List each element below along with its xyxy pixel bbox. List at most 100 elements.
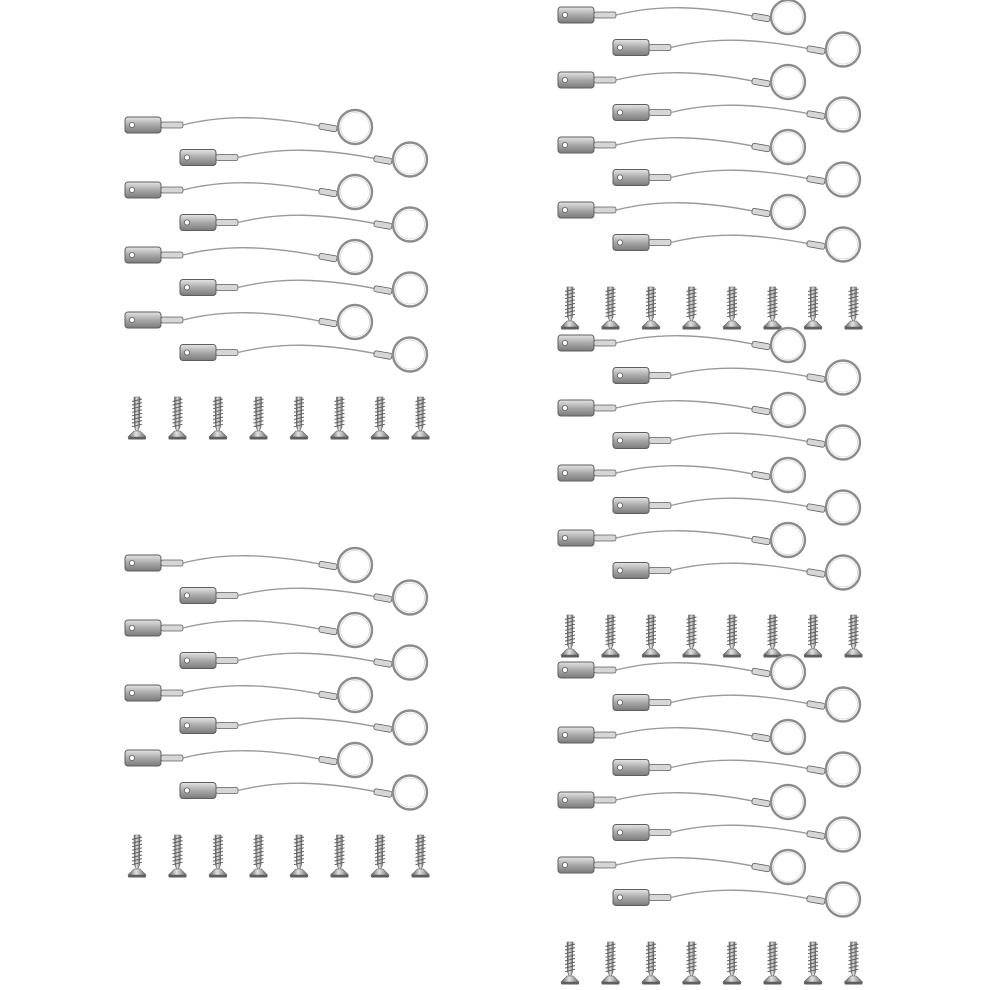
screw-thread — [334, 854, 345, 858]
screw-thread — [645, 957, 657, 962]
screw-thread — [848, 616, 859, 620]
screw-head-rim — [168, 437, 187, 440]
screw-thread — [253, 412, 264, 417]
screw-thread — [605, 950, 616, 955]
screw-head — [410, 868, 431, 876]
screw-thread — [848, 288, 859, 292]
crimp-sleeve — [318, 625, 338, 636]
screw-thread — [415, 861, 426, 866]
screw-thread — [726, 641, 738, 646]
split-ring-inner — [773, 657, 803, 687]
split-ring — [336, 238, 374, 276]
lanyard — [612, 31, 862, 68]
crimp-sleeve — [648, 829, 672, 836]
screw-thread — [172, 420, 183, 424]
lanyard — [124, 108, 374, 146]
steel-cable — [670, 104, 814, 116]
tab-hole — [183, 219, 190, 226]
tab-hole — [128, 186, 135, 193]
steel-cable — [182, 685, 326, 696]
screw-head-rim — [209, 437, 227, 440]
crimp-sleeve — [373, 285, 393, 295]
lanyard — [612, 161, 862, 198]
screw-thread — [334, 423, 345, 428]
tab-hole — [183, 284, 190, 291]
crimp-sleeve — [373, 220, 393, 230]
screw-thread — [212, 398, 224, 402]
screw-thread — [605, 954, 616, 958]
screw-thread — [334, 412, 345, 417]
tab-hole — [617, 44, 624, 51]
split-ring — [391, 271, 429, 308]
screw-thread — [564, 968, 576, 973]
screw-thread — [564, 634, 576, 638]
screw-thread — [334, 836, 345, 840]
screw-head — [329, 430, 350, 438]
crimp-sleeve — [593, 11, 617, 19]
screw-thread — [293, 850, 305, 855]
screw-thread — [334, 847, 345, 851]
screw-thread — [564, 288, 576, 292]
screw-thread — [172, 850, 183, 855]
screw-thread — [605, 313, 616, 318]
crimp-sleeve — [806, 438, 826, 448]
screw-head — [560, 648, 580, 656]
screw-thread — [605, 630, 616, 635]
lanyard — [124, 676, 374, 714]
screw-thread — [848, 313, 859, 318]
crimp-sleeve — [318, 122, 338, 133]
split-ring — [769, 653, 807, 691]
screw-thread — [131, 847, 143, 851]
split-ring — [824, 686, 862, 723]
screw-thread — [374, 409, 386, 413]
screw-thread — [605, 961, 616, 965]
screw-thread — [767, 299, 778, 303]
crimp-sleeve — [806, 503, 826, 513]
screw-thread — [415, 420, 426, 424]
screw-thread — [212, 423, 224, 428]
split-ring-inner — [828, 689, 858, 720]
tab-hole — [617, 829, 624, 836]
steel-cable — [670, 234, 814, 246]
screw-thread — [767, 616, 778, 620]
screw-head-rim — [209, 875, 227, 878]
screw — [843, 614, 864, 658]
screw-thread — [131, 854, 143, 858]
steel-cable — [670, 432, 814, 444]
screw-thread — [848, 961, 859, 965]
crimp-sleeve — [806, 110, 826, 120]
screw — [681, 614, 702, 658]
screw-thread — [645, 623, 657, 628]
screw-thread — [726, 961, 738, 965]
screw-head-rim — [763, 327, 782, 330]
screw-thread — [686, 961, 697, 965]
split-ring-inner — [340, 242, 370, 272]
screw-thread — [605, 292, 616, 296]
screw-thread — [645, 292, 657, 296]
split-ring-inner — [773, 67, 803, 97]
screw-thread — [686, 313, 697, 318]
screw-thread — [807, 957, 819, 962]
crimp-sleeve — [215, 787, 239, 794]
screw-head-rim — [682, 982, 701, 985]
screw-thread — [415, 398, 426, 402]
screw-thread — [686, 634, 697, 638]
screw-head — [762, 975, 783, 983]
tab-hole — [562, 77, 569, 84]
screw-head — [167, 868, 188, 876]
screw-thread — [807, 634, 819, 638]
steel-cable — [237, 587, 381, 599]
crimp-sleeve — [593, 534, 617, 542]
screw-thread — [415, 843, 426, 848]
split-ring — [769, 63, 807, 101]
steel-cable — [182, 620, 326, 631]
screw-thread — [212, 861, 224, 866]
screw-thread — [645, 313, 657, 318]
screw-thread — [293, 409, 305, 413]
screw-head — [803, 320, 823, 328]
split-ring — [824, 816, 862, 853]
screw-thread — [415, 854, 426, 858]
screw-head — [127, 868, 147, 876]
screw-thread — [564, 630, 576, 635]
screw-thread — [848, 306, 859, 310]
